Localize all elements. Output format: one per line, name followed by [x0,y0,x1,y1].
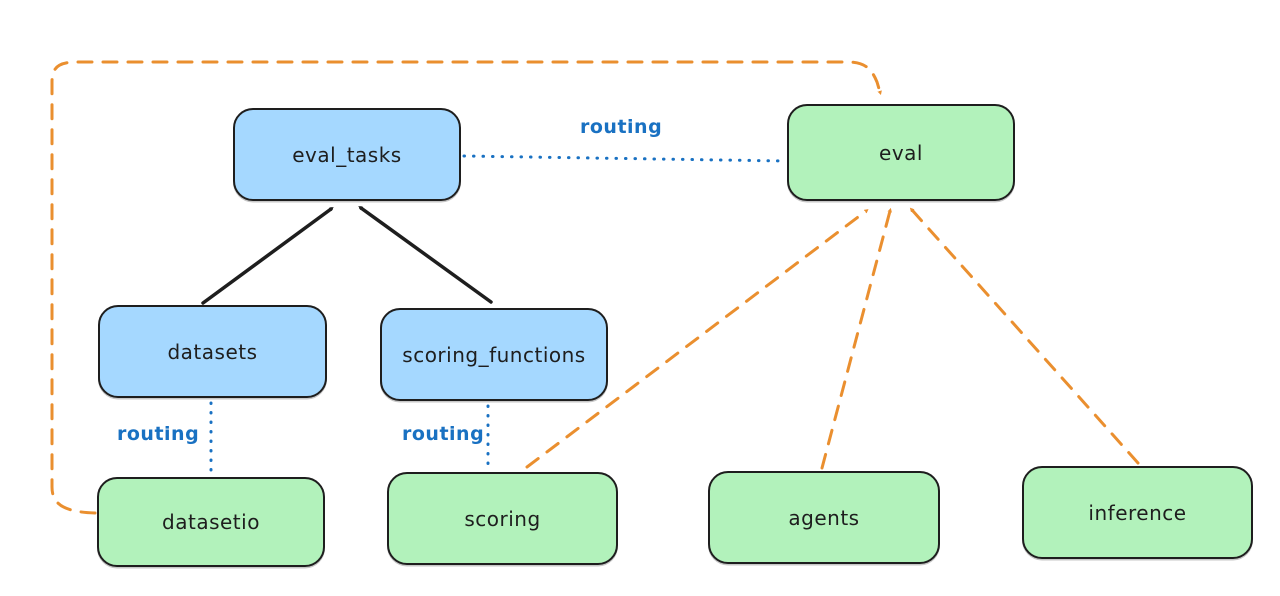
node-agents: agents [708,471,940,564]
node-scoring-label: scoring [464,506,541,531]
node-inference: inference [1022,466,1253,559]
edge-inference-to-eval [912,210,1140,465]
node-scoring-functions-label: scoring_functions [402,342,586,367]
node-scoring: scoring [387,472,618,565]
node-eval-tasks-label: eval_tasks [292,142,402,167]
edge-datasetio-to-eval [50,60,880,515]
edge-scoring-to-eval [525,211,866,469]
node-scoring-functions: scoring_functions [380,308,608,401]
routing-label-datasets-datasetio: routing [117,423,200,445]
routing-label-scoring-functions-scoring: routing [402,423,485,445]
node-eval: eval [787,104,1015,201]
node-datasetio: datasetio [97,477,325,567]
node-datasets-label: datasets [167,339,258,364]
routing-label-eval-tasks-eval: routing [580,116,663,138]
node-datasetio-label: datasetio [162,510,260,534]
node-eval-label: eval [879,140,923,165]
node-inference-label: inference [1088,500,1187,525]
node-agents-label: agents [788,505,860,530]
node-eval-tasks: eval_tasks [233,108,461,201]
edge-scoring-functions-to-eval-tasks [361,208,493,304]
node-datasets: datasets [98,305,327,398]
edge-datasets-to-eval-tasks [201,209,331,305]
edge-agents-to-eval [820,211,890,470]
edge-eval-tasks-to-eval-routing [462,154,788,163]
